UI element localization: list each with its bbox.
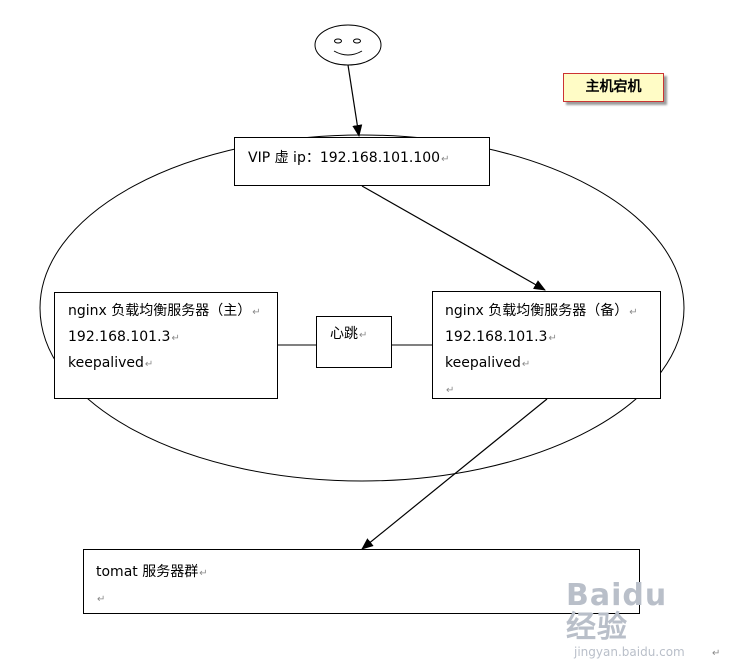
paragraph-mark-icon: ↵: [712, 648, 721, 659]
baidu-watermark: Baidu 经验 jingyan.baidu.com: [566, 580, 706, 660]
primary-server-name: nginx 负载均衡服务器（主）: [68, 303, 252, 319]
paragraph-mark-icon: ↵: [446, 385, 455, 396]
backup-server-box: nginx 负载均衡服务器（备）↵ 192.168.101.3↵ keepali…: [432, 291, 661, 399]
paragraph-mark-icon: ↵: [171, 333, 180, 344]
paragraph-mark-icon: ↵: [144, 359, 154, 370]
smiley-face-icon: [314, 24, 382, 66]
heartbeat-label: 心跳: [330, 326, 358, 342]
tomcat-label: tomat 服务器群: [96, 564, 199, 580]
paragraph-mark-icon: ↵: [252, 307, 261, 318]
vip-to-backup-arrow: [361, 185, 546, 291]
paragraph-mark-icon: ↵: [97, 594, 106, 605]
tomcat-box: tomat 服务器群↵ ↵: [83, 549, 640, 614]
paragraph-mark-icon: ↵: [521, 359, 531, 370]
paragraph-mark-icon: ↵: [629, 307, 638, 318]
paragraph-mark-icon: ↵: [548, 333, 557, 344]
host-down-label: 主机宕机: [563, 73, 664, 102]
vip-box: VIP 虚 ip：192.168.101.100↵: [234, 137, 490, 186]
backup-to-tomcat-arrow: [361, 398, 548, 550]
primary-server-box: nginx 负载均衡服务器（主）↵ 192.168.101.3↵ keepali…: [54, 292, 278, 399]
backup-server-name: nginx 负载均衡服务器（备）: [445, 303, 629, 319]
paragraph-mark-icon: ↵: [199, 568, 208, 579]
paragraph-mark-icon: ↵: [441, 154, 450, 165]
backup-server-ip: 192.168.101.3: [445, 329, 548, 345]
user-to-vip-arrow: [347, 64, 363, 137]
watermark-logo: Baidu 经验: [566, 578, 668, 645]
heartbeat-box: 心跳↵: [316, 316, 392, 368]
backup-server-software: keepalived: [445, 355, 521, 371]
vip-text: VIP 虚 ip：192.168.101.100: [248, 150, 441, 166]
watermark-site: jingyan.baidu.com: [574, 645, 685, 659]
primary-server-ip: 192.168.101.3: [68, 329, 171, 345]
paragraph-mark-icon: ↵: [359, 330, 368, 341]
primary-server-software: keepalived: [68, 355, 144, 371]
